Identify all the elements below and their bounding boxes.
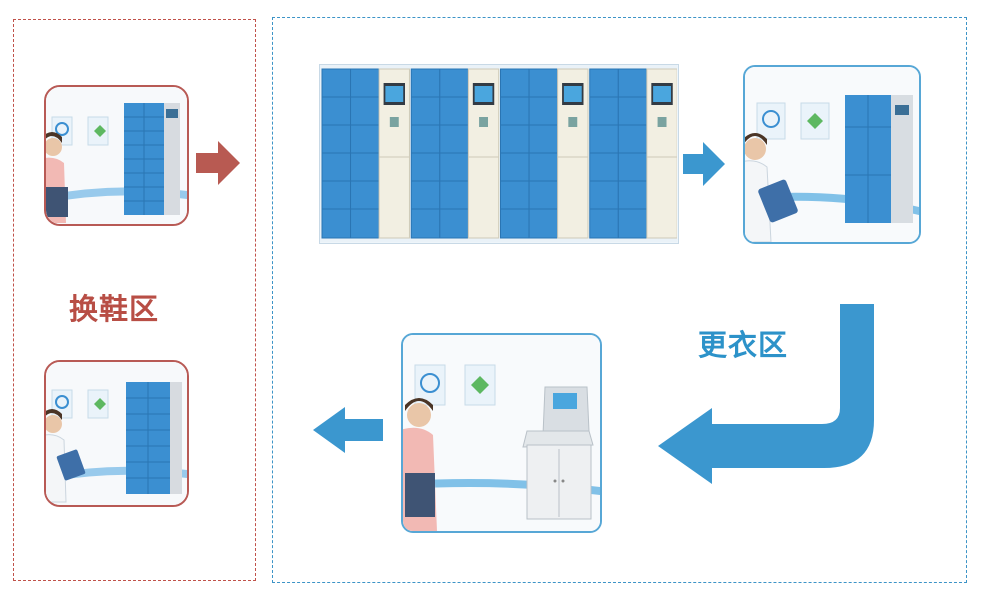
arrow-right-icon [683,142,725,186]
arrow-left-icon [313,407,383,453]
locker-array-photo [319,64,679,244]
dressing-locker-photo [743,65,921,244]
shoe-zone-label: 换鞋区 [69,292,160,326]
curved-arrow-icon [658,304,874,484]
kiosk-photo [401,333,602,533]
arrow-right-icon [196,141,240,185]
shoe-locker-photo-bottom [44,360,189,507]
dressing-zone [272,17,967,583]
shoe-change-zone [13,19,256,581]
dressing-zone-label: 更衣区 [698,328,789,362]
shoe-locker-photo-top [44,85,189,226]
